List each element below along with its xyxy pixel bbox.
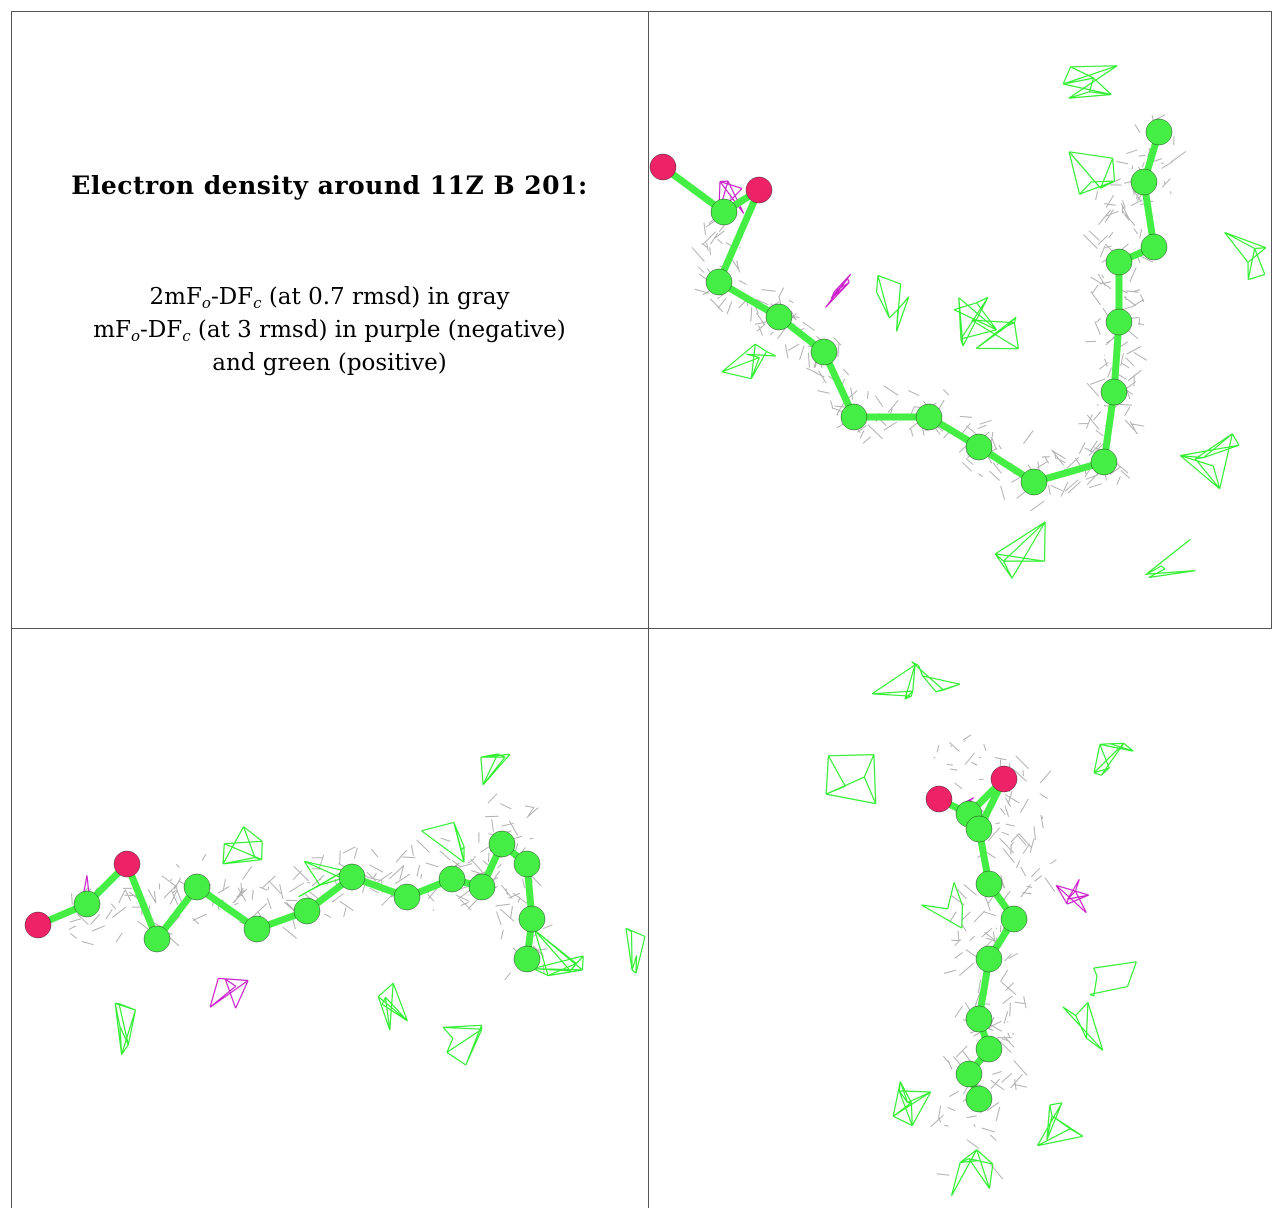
ligand-carbon-atom [965, 1005, 993, 1033]
density-negative-blob [209, 977, 249, 1009]
density-negative-blob [718, 180, 745, 214]
density-positive-blob [1089, 961, 1137, 997]
table-border-right [1271, 11, 1272, 629]
density-positive-blob [1179, 433, 1240, 490]
ligand-carbon-atom [513, 850, 541, 878]
view-bottom-right [649, 629, 1271, 1208]
density-positive-blob [953, 296, 998, 347]
density-positive-blob [721, 343, 776, 380]
ligand-carbon-atom [293, 897, 321, 925]
density-positive-blob [1062, 1001, 1104, 1051]
ligand-carbon-atom [513, 945, 541, 973]
view-top-right [649, 12, 1271, 628]
ligand-carbon-atom [975, 945, 1003, 973]
density-positive-blob [994, 521, 1046, 579]
ligand-oxygen-atom [24, 911, 52, 939]
ligand-carbon-atom [955, 1060, 983, 1088]
density-positive-blob [625, 927, 646, 974]
ligand-carbon-atom [143, 925, 171, 953]
ligand-carbon-atom [1105, 308, 1133, 336]
density-positive-blob [480, 753, 511, 786]
ligand-carbon-atom [488, 830, 516, 858]
ligand-carbon-atom [438, 865, 466, 893]
ligand-carbon-atom [710, 198, 738, 226]
density-positive-blob [1068, 151, 1116, 195]
ligand-carbon-atom [705, 268, 733, 296]
ligand-carbon-atom [1140, 233, 1168, 261]
ligand-oxygen-atom [649, 153, 677, 181]
density-positive-blob [911, 661, 961, 693]
ligand-carbon-atom [1000, 905, 1028, 933]
ligand-oxygen-atom [113, 850, 141, 878]
ligand-bond [123, 860, 161, 943]
ligand-carbon-atom [975, 870, 1003, 898]
density-positive-blob [532, 929, 584, 977]
ligand-carbon-atom [965, 815, 993, 843]
density-view-2 [24, 753, 646, 1066]
ligand-oxygen-atom [990, 765, 1018, 793]
density-positive-blob [1062, 65, 1118, 99]
ligand-carbon-atom [518, 905, 546, 933]
density-positive-blob [442, 1024, 483, 1066]
density-positive-blob [825, 754, 877, 805]
table-border-center [648, 11, 649, 1208]
density-positive-blob [876, 274, 910, 332]
ligand-carbon-atom [1130, 168, 1158, 196]
density-positive-blob [1036, 1102, 1084, 1147]
figure-title: Electron density around 11Z B 201: [71, 171, 588, 200]
ligand-carbon-atom [840, 403, 868, 431]
table-border-left [11, 11, 12, 1208]
density-positive-blob [1145, 538, 1196, 579]
ligand-carbon-atom [243, 915, 271, 943]
ligand-carbon-atom [810, 338, 838, 366]
table-border-middle [11, 628, 1272, 629]
legend-line-2fofc: 2mFo-DFc (at 0.7 rmsd) in gray [149, 284, 510, 312]
density-positive-blob [298, 860, 346, 898]
density-positive-blob [892, 1081, 932, 1127]
figure-grid: Electron density around 11Z B 201: 2mFo-… [11, 11, 1272, 1208]
ligand-carbon-atom [1105, 248, 1133, 276]
ligand-carbon-atom [1090, 448, 1118, 476]
density-view-1 [649, 65, 1267, 579]
ligand-carbon-atom [965, 433, 993, 461]
density-positive-blob [871, 664, 916, 700]
legend-text: 2mFo-DFc (at 0.7 rmsd) in gray mFo-DFc (… [11, 281, 648, 380]
caption-cell: Electron density around 11Z B 201: 2mFo-… [11, 11, 648, 628]
ligand-bond [715, 186, 763, 286]
density-positive-blob [921, 882, 964, 929]
density-positive-blob [421, 821, 465, 863]
density-2fofc-mesh [930, 734, 1057, 1180]
ligand-carbon-atom [915, 403, 943, 431]
ligand-carbon-atom [468, 873, 496, 901]
ligand-carbon-atom [1020, 468, 1048, 496]
ligand-carbon-atom [73, 890, 101, 918]
density-positive-blob [950, 1149, 994, 1197]
density-positive-blob [222, 826, 263, 865]
ligand-carbon-atom [183, 873, 211, 901]
table-border-top [11, 11, 1272, 12]
density-positive-blob [1224, 231, 1267, 281]
ligand-carbon-atom [393, 883, 421, 911]
density-positive-blob [114, 1002, 137, 1055]
density-negative-blob [825, 273, 852, 308]
ligand-carbon-atom [975, 1035, 1003, 1063]
ligand-carbon-atom [765, 303, 793, 331]
density-positive-blob [1093, 742, 1134, 776]
ligand-carbon-atom [338, 863, 366, 891]
density-negative-blob [1055, 878, 1089, 914]
density-positive-blob [377, 982, 408, 1031]
ligand-carbon-atom [1145, 118, 1173, 146]
ligand-carbon-atom [1100, 378, 1128, 406]
density-positive-blob [971, 316, 1019, 350]
density-view-3 [825, 661, 1137, 1197]
ligand-carbon-atom [965, 1085, 993, 1113]
view-bottom-left [12, 629, 648, 1208]
legend-line-fofc: mFo-DFc (at 3 rmsd) in purple (negative) [93, 317, 566, 345]
ligand-oxygen-atom [925, 785, 953, 813]
ligand-oxygen-atom [745, 176, 773, 204]
legend-line-positive: and green (positive) [212, 350, 447, 376]
